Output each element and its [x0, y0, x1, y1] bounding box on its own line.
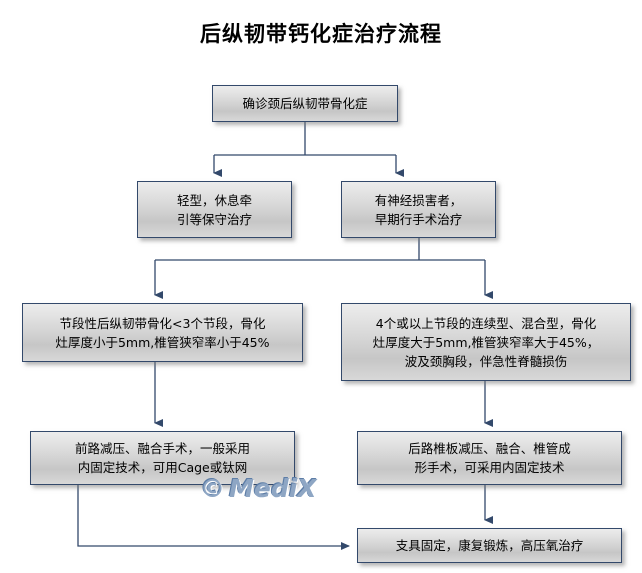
copyright-icon: © — [200, 474, 225, 503]
node-segmental-criteria-label: 节段性后纵韧带骨化<3个节段，骨化 灶厚度小于5mm,椎管狭窄率小于45% — [55, 315, 270, 350]
node-conservative-treatment[interactable]: 轻型，休息牵 引等保守治疗 — [137, 181, 292, 238]
node-neurologic-injury-surgery[interactable]: 有神经损害者， 早期行手术治疗 — [341, 181, 496, 238]
node-diagnosis-label: 确诊颈后纵韧带骨化症 — [242, 96, 368, 111]
watermark-label: MediX — [229, 474, 317, 503]
node-rehabilitation[interactable]: 支具固定，康复锻炼，高压氧治疗 — [357, 528, 622, 563]
node-rehabilitation-label: 支具固定，康复锻炼，高压氧治疗 — [395, 538, 584, 553]
node-conservative-treatment-label: 轻型，休息牵 引等保守治疗 — [176, 192, 252, 227]
node-posterior-approach-surgery[interactable]: 后路椎板减压、融合、椎管成 形手术，可采用内固定技术 — [357, 431, 622, 485]
node-posterior-approach-surgery-label: 后路椎板减压、融合、椎管成 形手术，可采用内固定技术 — [408, 441, 571, 475]
node-continuous-mixed-criteria[interactable]: 4个或以上节段的连续型、混合型，骨化 灶厚度大于5mm,椎管狭窄率大于45%， … — [341, 303, 631, 381]
node-neurologic-injury-surgery-label: 有神经损害者， 早期行手术治疗 — [374, 192, 463, 227]
page-title: 后纵韧带钙化症治疗流程 — [200, 22, 442, 46]
node-anterior-approach-surgery[interactable]: 前路减压、融合手术，一般采用 内固定技术，可用Cage或钛网 — [30, 431, 295, 485]
node-diagnosis[interactable]: 确诊颈后纵韧带骨化症 — [212, 85, 398, 122]
node-segmental-criteria[interactable]: 节段性后纵韧带骨化<3个节段，骨化 灶厚度小于5mm,椎管狭窄率小于45% — [22, 303, 303, 362]
node-continuous-mixed-criteria-label: 4个或以上节段的连续型、混合型，骨化 灶厚度大于5mm,椎管狭窄率大于45%， … — [372, 315, 600, 369]
watermark: ©MediX — [200, 474, 317, 503]
node-anterior-approach-surgery-label: 前路减压、融合手术，一般采用 内固定技术，可用Cage或钛网 — [74, 441, 250, 475]
